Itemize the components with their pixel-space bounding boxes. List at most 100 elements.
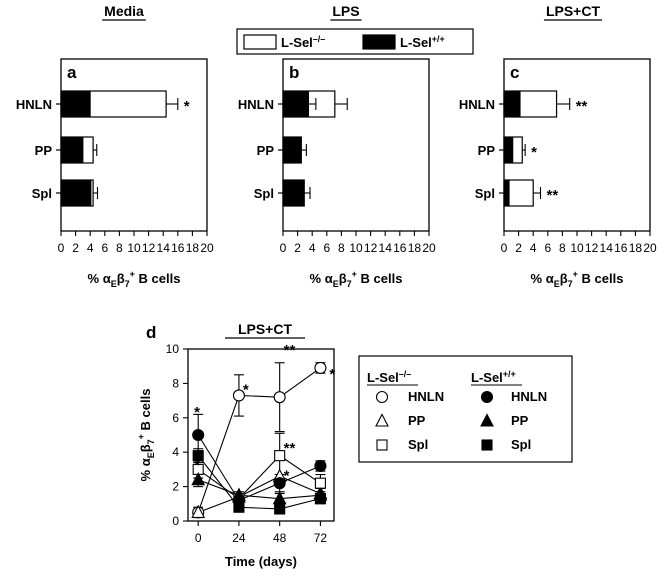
panel-d-annotations: ********* xyxy=(194,342,335,485)
panel-c-letter: c xyxy=(510,63,519,82)
bar-wt xyxy=(60,90,91,118)
x-tick-label: 0 xyxy=(195,531,202,545)
y-tick-label: 8 xyxy=(172,376,179,390)
x-tick-label: 14 xyxy=(157,241,171,255)
category-label: HNLN xyxy=(459,97,495,112)
y-tick-label: 0 xyxy=(172,514,179,528)
panel-d-x-label: Time (days) xyxy=(225,554,297,569)
panel-a-title: Media xyxy=(104,3,144,19)
series-line-pp xyxy=(197,479,321,500)
panel-b-letter: b xyxy=(289,63,299,82)
x-tick-label: 2 xyxy=(515,241,522,255)
x-tick-label: 8 xyxy=(338,241,345,255)
x-tick-label: 16 xyxy=(393,241,407,255)
bar-wt xyxy=(282,90,310,118)
legend-swatch-ko xyxy=(243,34,277,50)
x-tick-label: 18 xyxy=(629,241,643,255)
significance-marker: * xyxy=(329,366,335,383)
data-point-filled-triangle xyxy=(232,487,246,501)
panel-b-x-label: % αEβ7+ B cells xyxy=(310,269,403,289)
legend-swatch-wt xyxy=(362,34,396,50)
data-point-filled-square xyxy=(274,503,286,515)
x-tick-label: 6 xyxy=(101,241,108,255)
y-tick-label: 2 xyxy=(172,480,179,494)
x-tick-label: 2 xyxy=(72,241,79,255)
panel-b-title: LPS xyxy=(332,3,359,19)
x-tick-label: 20 xyxy=(200,241,214,255)
x-tick-label: 12 xyxy=(142,241,156,255)
category-label: PP xyxy=(257,143,275,158)
category-label: PP xyxy=(478,143,496,158)
x-tick-label: 4 xyxy=(530,241,537,255)
x-tick-label: 8 xyxy=(116,241,123,255)
data-point-open-square xyxy=(274,450,286,462)
data-point-open-circle xyxy=(273,391,286,404)
x-tick-label: 6 xyxy=(323,241,330,255)
x-tick-label: 72 xyxy=(314,531,328,545)
data-point-filled-square xyxy=(233,501,245,513)
x-tick-label: 20 xyxy=(643,241,657,255)
bar-wt xyxy=(503,136,514,164)
x-tick-label: 12 xyxy=(585,241,599,255)
legend-marker-open-square xyxy=(376,439,388,451)
bar-wt xyxy=(60,136,84,164)
bar-wt xyxy=(282,179,305,207)
x-tick-label: 4 xyxy=(87,241,94,255)
x-tick-label: 18 xyxy=(408,241,422,255)
significance-marker: * xyxy=(194,457,200,474)
data-point-filled-circle xyxy=(192,428,205,442)
legend-row-label-wt: PP xyxy=(511,413,529,428)
bar-wt xyxy=(503,90,521,118)
series-line-spl xyxy=(197,454,321,500)
series-line-spl xyxy=(197,455,321,510)
x-tick-label: 0 xyxy=(58,241,65,255)
x-tick-label: 18 xyxy=(186,241,200,255)
legend-row-label-wt: Spl xyxy=(511,437,531,452)
data-point-filled-square xyxy=(314,493,326,505)
significance-marker: * xyxy=(184,98,190,115)
data-point-filled-circle xyxy=(273,477,286,490)
top-legend: L-Sel–/– L-Sel+/+ xyxy=(236,28,474,55)
series-line-hnln xyxy=(197,434,321,502)
x-tick-label: 6 xyxy=(544,241,551,255)
significance-marker: * xyxy=(194,404,200,421)
significance-marker: ** xyxy=(547,187,559,204)
legend-row-label-ko: Spl xyxy=(408,437,428,452)
x-tick-label: 10 xyxy=(127,241,141,255)
panel-d-letter: d xyxy=(146,323,156,342)
category-label: Spl xyxy=(254,186,274,201)
legend-marker-open-circle xyxy=(375,390,389,404)
y-tick-label: 4 xyxy=(172,445,179,459)
legend-header-ko: L-Sel–/– xyxy=(367,369,411,385)
x-tick-label: 0 xyxy=(501,241,508,255)
data-point-filled-triangle xyxy=(191,472,206,486)
panel-b-plot-frame xyxy=(282,58,430,232)
x-tick-label: 14 xyxy=(379,241,393,255)
x-tick-label: 2 xyxy=(294,241,301,255)
x-tick-label: 8 xyxy=(559,241,566,255)
legend-label-ko: L-Sel–/– xyxy=(281,34,325,50)
x-tick-label: 48 xyxy=(273,531,287,545)
bar-wt xyxy=(503,179,510,207)
significance-marker: ** xyxy=(284,440,296,457)
significance-marker: * xyxy=(531,144,537,161)
bar-wt xyxy=(60,179,92,207)
category-label: Spl xyxy=(475,186,495,201)
x-tick-label: 20 xyxy=(422,241,436,255)
category-label: HNLN xyxy=(16,97,52,112)
legend-marker-open-triangle xyxy=(375,413,389,427)
x-tick-label: 10 xyxy=(349,241,363,255)
data-point-filled-square xyxy=(192,450,204,462)
significance-marker: ** xyxy=(284,342,296,359)
y-tick-label: 10 xyxy=(166,342,180,356)
x-tick-label: 0 xyxy=(280,241,287,255)
series-line-pp xyxy=(197,475,321,513)
panel-a-x-label: % αEβ7+ B cells xyxy=(88,269,181,289)
data-point-open-triangle xyxy=(191,504,206,518)
